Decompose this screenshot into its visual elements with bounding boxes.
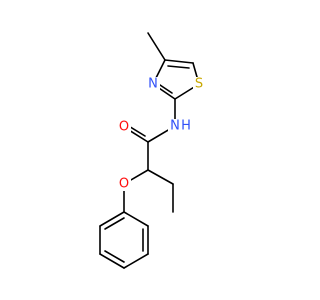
bond-ph-4-5 [99,253,125,269]
bond-ph-6-1-inner [104,217,125,230]
bonds [99,32,200,269]
atom-h-amide-symbol: H [181,119,191,134]
bond-c4-c5-double-outer [164,59,194,64]
molecule-structure-diagram: N S N H O O [99,32,206,269]
atom-n-ring-symbol: N [148,77,158,92]
bond-ph-3-4 [123,253,149,269]
atom-o-carbonyl: O [117,119,131,135]
bond-ph-4-5-inner [104,250,125,263]
atom-o-carbonyl-symbol: O [119,120,129,135]
atom-s-ring-symbol: S [195,77,203,92]
atom-labels: N S N H O O [117,77,206,192]
bond-ph-1-2 [123,211,149,227]
atom-o-ether: O [117,176,131,192]
atom-s-ring: S [193,77,206,92]
atom-n-amide-symbol: N [170,119,180,134]
atom-nh-amide: N H [168,119,192,134]
bond-alpha-ch2 [147,169,174,185]
atom-n-ring: N [146,77,160,92]
bond-c4-c5-double-inner [167,65,190,69]
bond-methyl [147,32,166,61]
atom-o-ether-symbol: O [119,177,129,192]
bond-ph-6-1 [99,211,125,227]
